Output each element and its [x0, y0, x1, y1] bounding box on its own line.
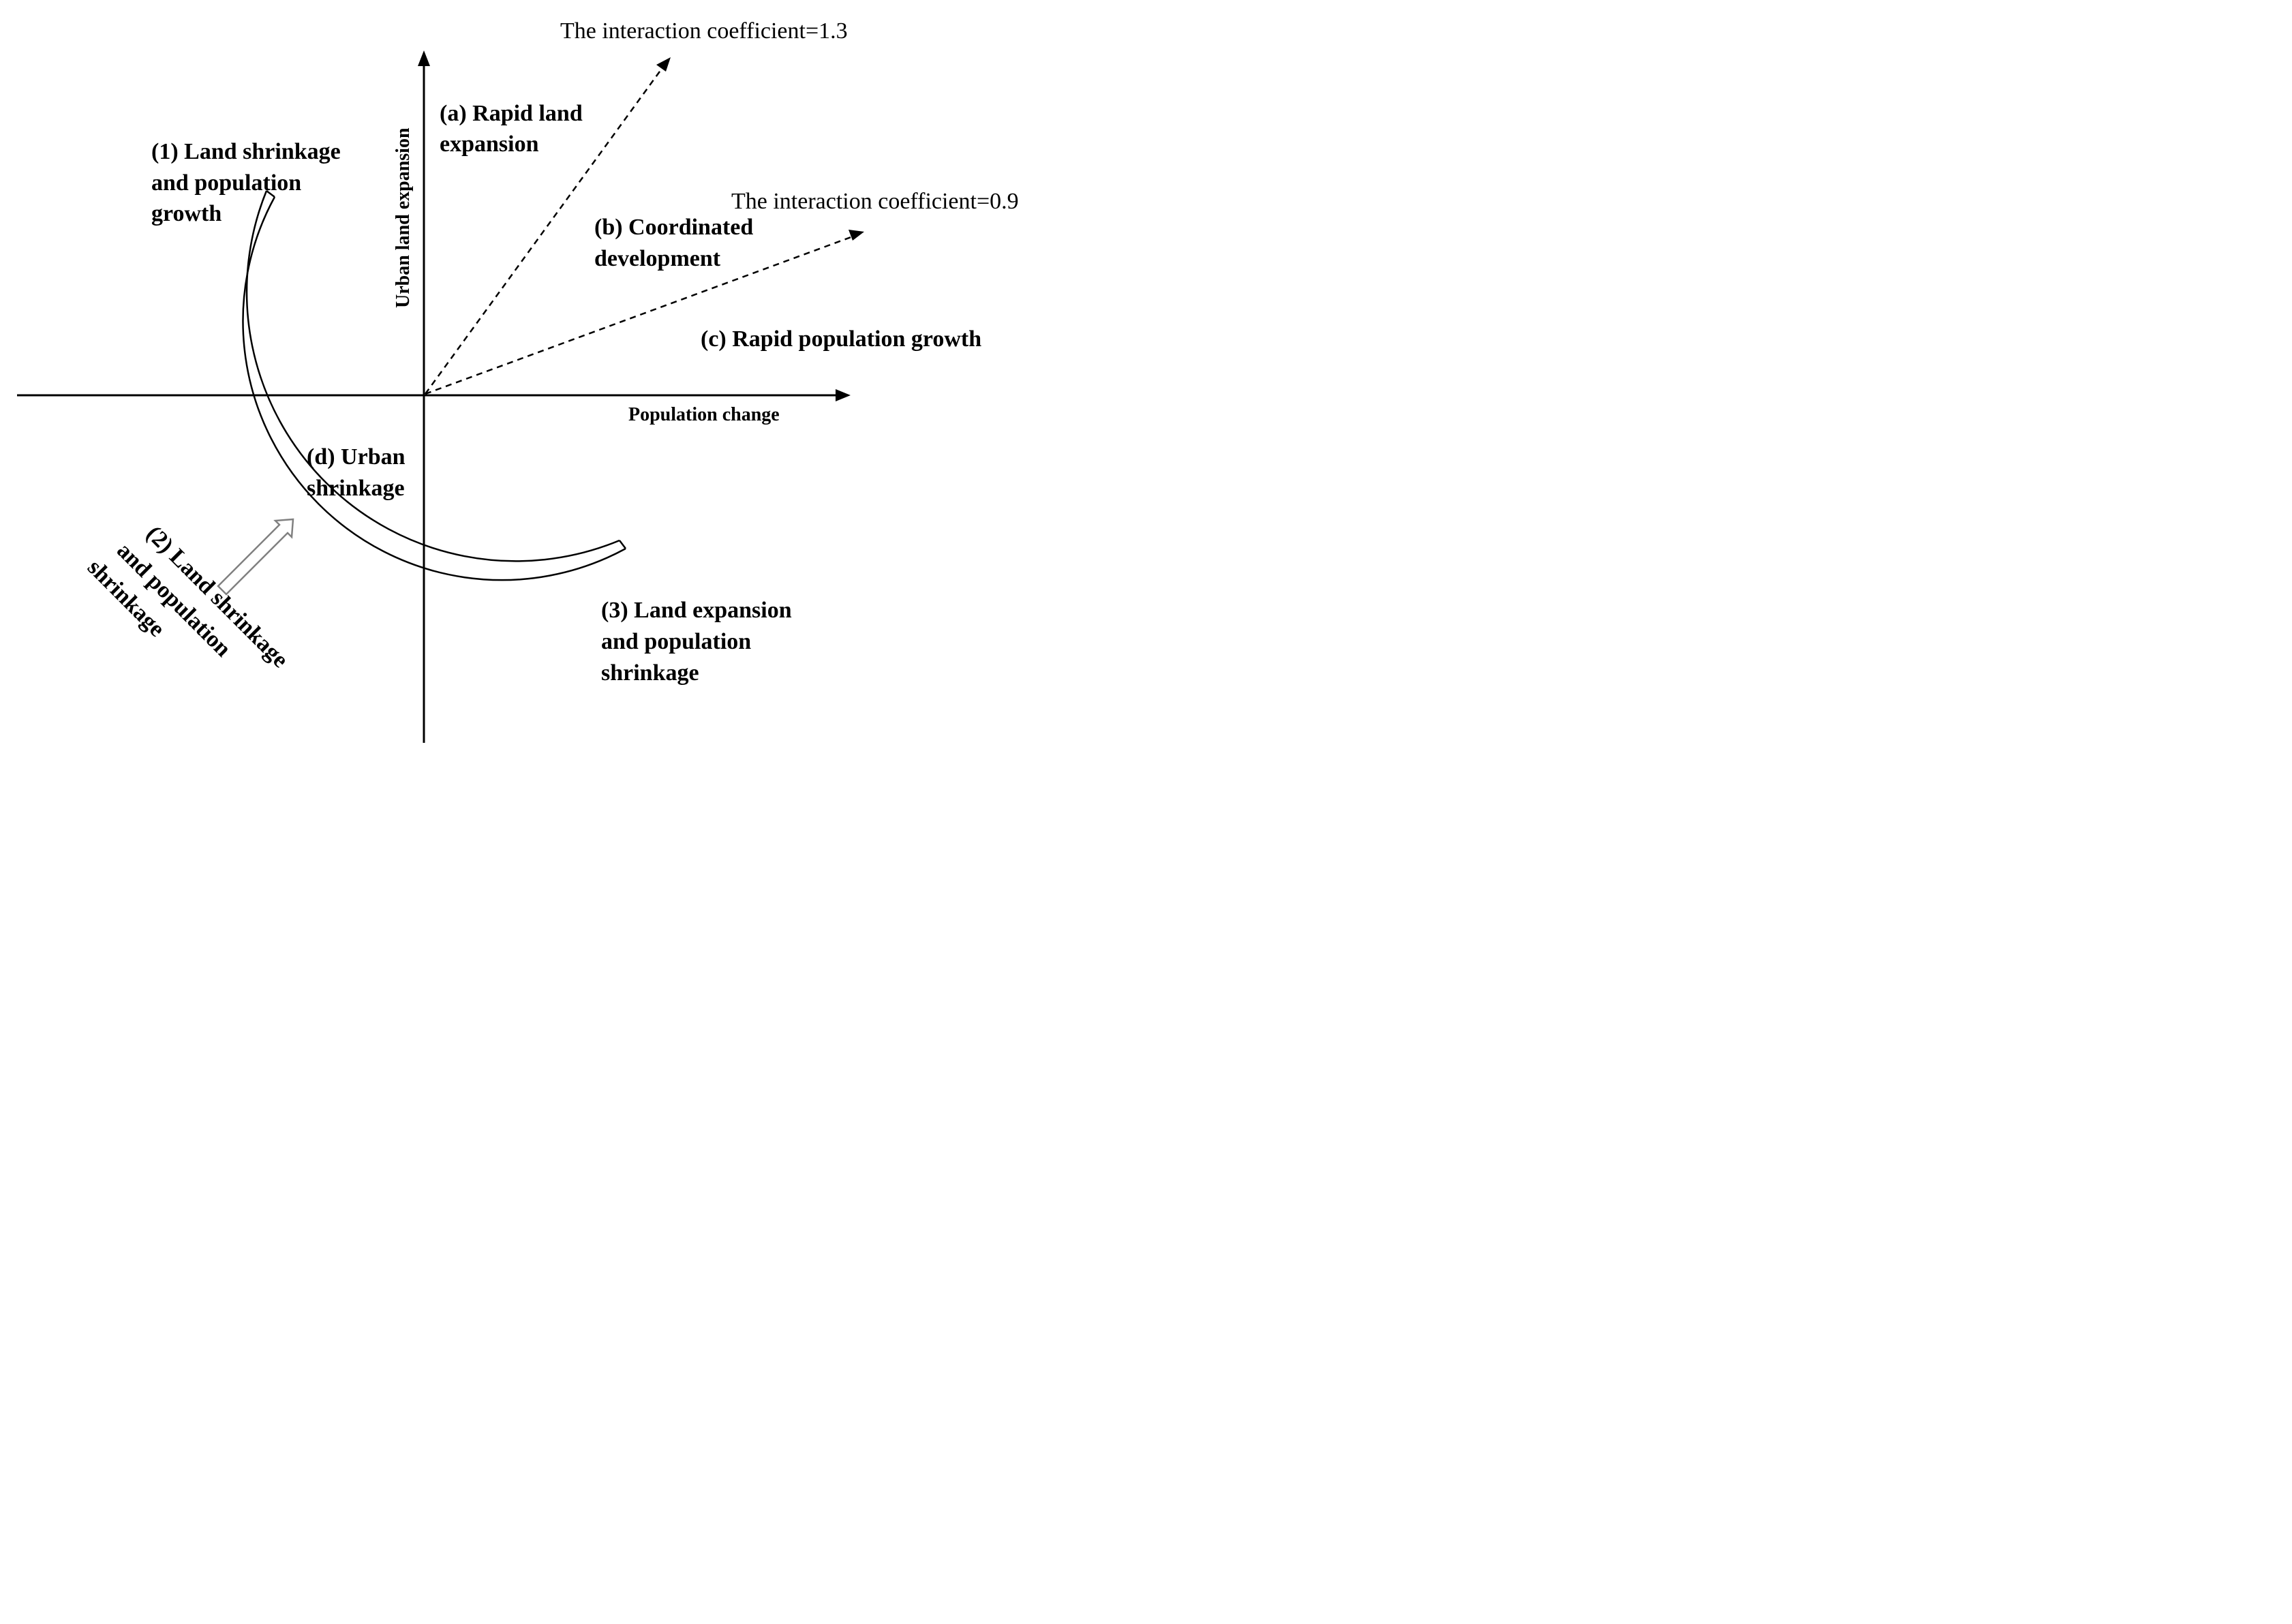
y-axis	[418, 50, 430, 743]
vector-0-9-arrowhead	[849, 230, 864, 241]
region-a-line2: expansion	[440, 132, 539, 157]
region-b-line2: development	[594, 246, 721, 271]
urban-shrinkage-diagram: Population change Urban land expansion T…	[17, 18, 1019, 743]
stage-2-pointer-arrow	[217, 518, 294, 596]
x-axis	[17, 389, 851, 401]
region-a-line1: (a) Rapid land	[440, 101, 583, 126]
coefficient-1-3-label: The interaction coefficient=1.3	[560, 18, 848, 44]
stage-1-line1: (1) Land shrinkage	[151, 139, 341, 164]
x-axis-label: Population change	[628, 404, 780, 425]
y-axis-label: Urban land expansion	[393, 127, 414, 308]
vector-1-3-arrowhead	[656, 57, 671, 72]
stage-3-label: (3) Land expansion and population shrink…	[601, 598, 792, 686]
stage-1-line2: and population	[151, 170, 301, 196]
transition-curve	[242, 190, 626, 581]
stage-1-label: (1) Land shrinkage and population growth	[151, 139, 341, 226]
vector-coefficient-1-3	[424, 57, 671, 395]
stage-3-line1: (3) Land expansion	[601, 598, 792, 623]
stage-2-label: (2) Land shrinkage and population shrink…	[82, 521, 293, 673]
region-c-label: (c) Rapid population growth	[701, 326, 981, 352]
region-b-line1: (b) Coordinated	[594, 215, 753, 240]
x-axis-arrowhead	[836, 389, 851, 401]
region-a-label: (a) Rapid land expansion	[440, 101, 583, 157]
vector-coefficient-0-9	[425, 230, 864, 395]
y-axis-arrowhead	[418, 50, 430, 66]
region-d-label: (d) Urban shrinkage	[307, 444, 406, 501]
stage-3-line3: shrinkage	[601, 660, 699, 686]
coefficient-0-9-label: The interaction coefficient=0.9	[731, 189, 1019, 214]
region-b-label: (b) Coordinated development	[594, 215, 753, 271]
stage-1-line3: growth	[151, 201, 221, 226]
stage-3-line2: and population	[601, 629, 751, 654]
region-d-line1: (d) Urban	[307, 444, 406, 470]
region-d-line2: shrinkage	[307, 476, 405, 501]
